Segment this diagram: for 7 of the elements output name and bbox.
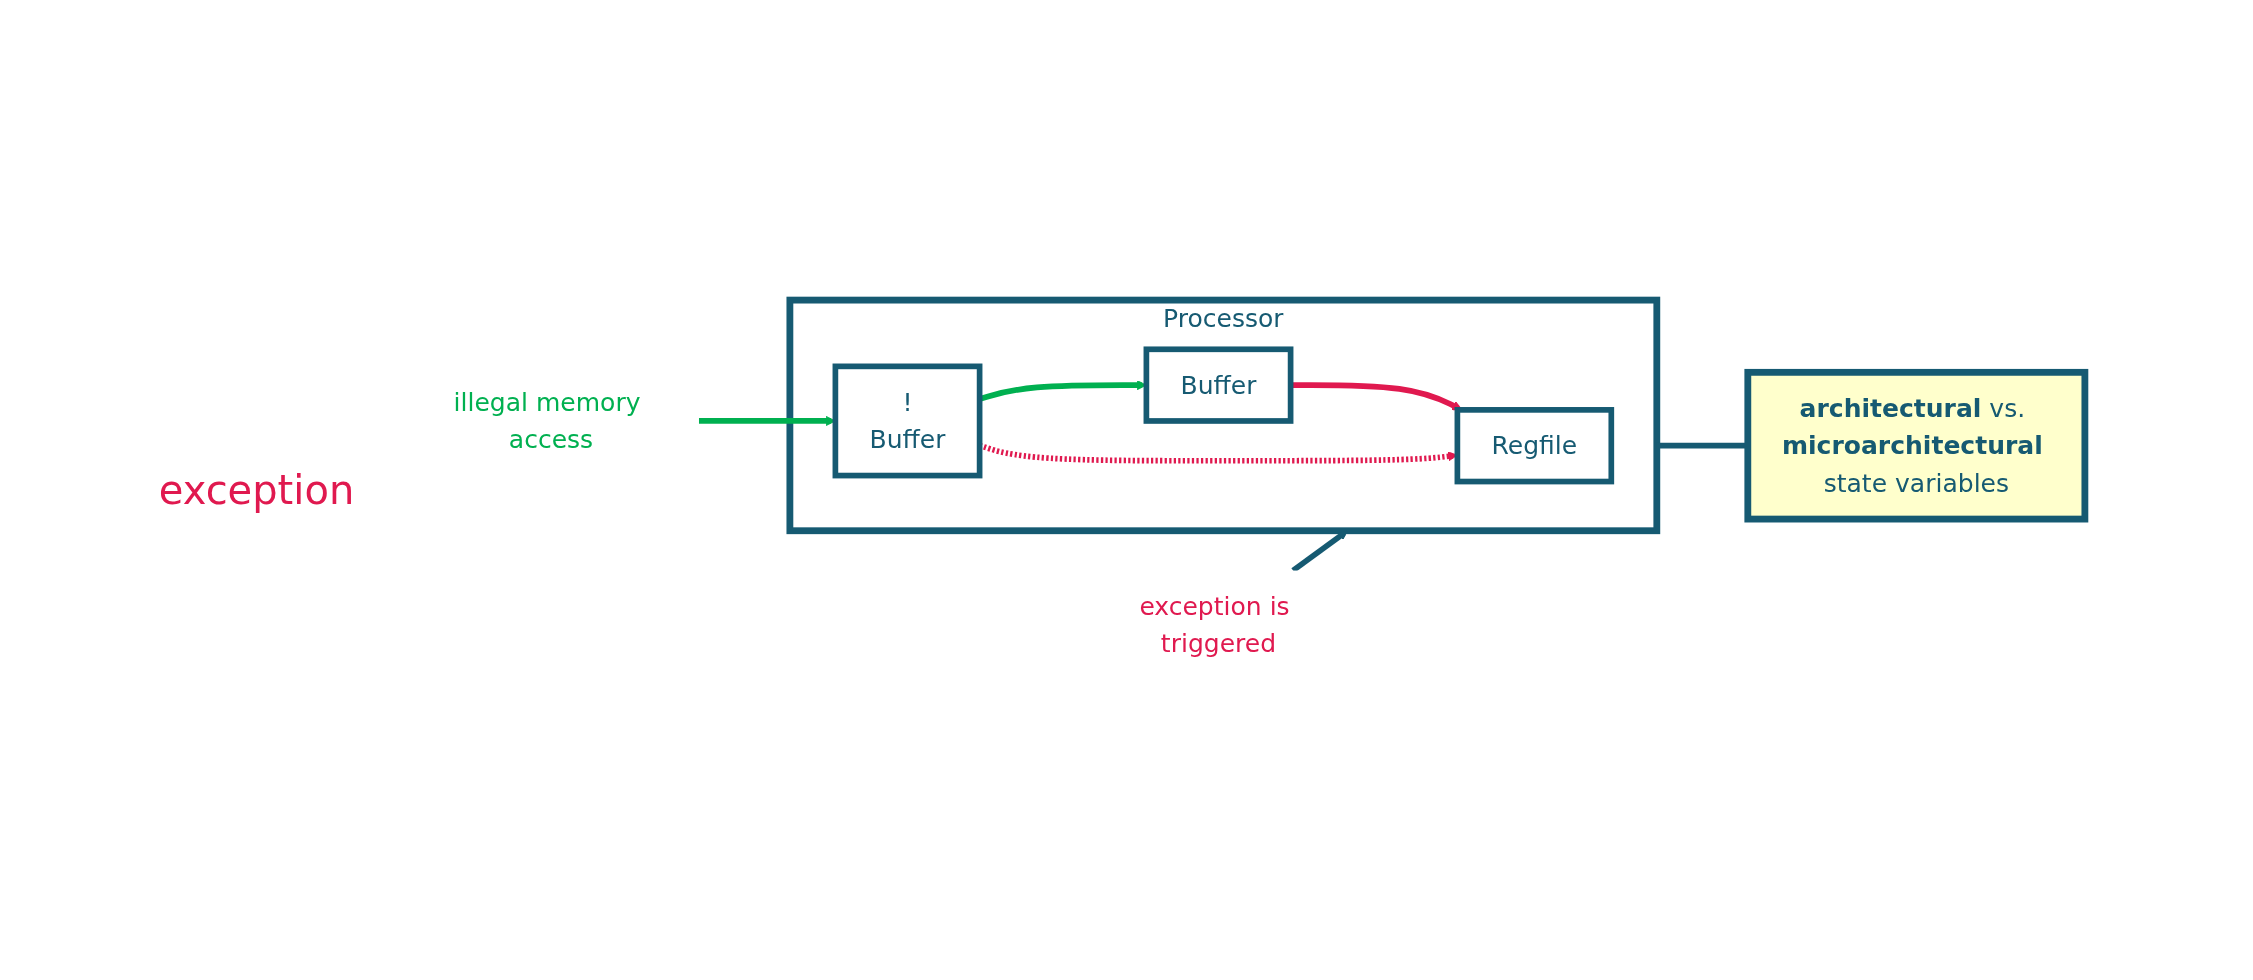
node-box: Buffer: [1143, 346, 1294, 424]
node-box: ! Buffer: [832, 363, 983, 479]
node-text: exception is triggered: [1139, 592, 1290, 659]
note-text: exception: [158, 467, 355, 513]
node-box: Regfile: [1454, 407, 1615, 485]
node-text: illegal memory access: [453, 388, 641, 455]
node-box: architectural vs. microarchitectural state variables: [1744, 369, 2089, 523]
